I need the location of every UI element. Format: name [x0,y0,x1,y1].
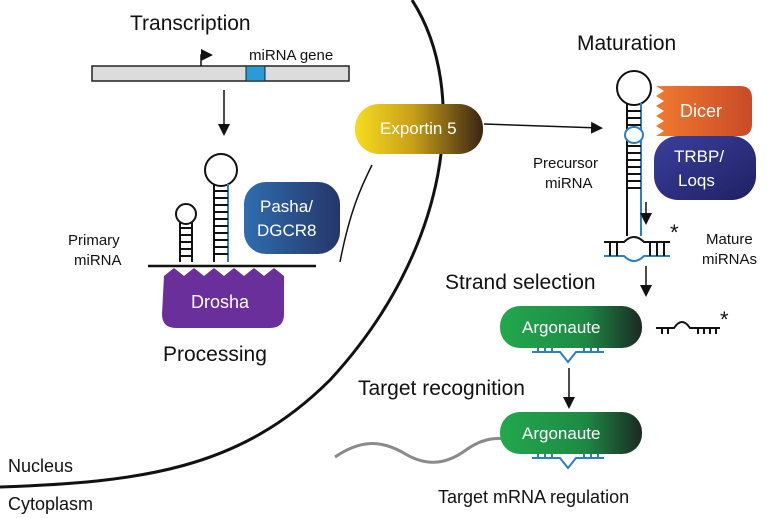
target-recognition-label: Target recognition [358,377,525,400]
transcription-label: Transcription [130,12,251,35]
nucleus-label: Nucleus [8,456,73,476]
precursor-label-2: miRNA [545,175,593,192]
argonaute-protein-1 [500,306,642,348]
primary-mirna [175,153,238,262]
primary-mirna-label-1: Primary [68,232,120,249]
argonaute-label-2: Argonaute [522,424,600,443]
trbp-loqs-protein [654,136,756,200]
processing-label: Processing [163,343,267,366]
guide-strand-1 [532,348,604,364]
primary-mirna-label-2: miRNA [74,252,122,269]
precursor-bulge [624,126,644,144]
trbp-label-1: TRBP/ [674,147,724,166]
mature-label-2: miRNAs [702,251,757,268]
maturation-label: Maturation [577,32,676,55]
dicer-protein [656,86,752,136]
drosha-label: Drosha [191,292,250,312]
pasha-label-1: Pasha/ [260,197,313,216]
star-mark-1: * [670,220,679,245]
passenger-strand [656,321,720,334]
exportin-label: Exportin 5 [380,119,457,138]
exportin-5-protein [355,104,483,154]
trbp-label-2: Loqs [678,171,715,190]
drosha-protein [162,268,284,328]
export-connector [339,164,373,263]
strand-selection-label: Strand selection [445,271,596,294]
promoter-arrow-icon [200,49,213,66]
dicer-label: Dicer [680,101,722,121]
star-mark-2: * [720,307,729,332]
target-mrna [334,436,638,464]
precursor-label-1: Precursor [533,155,598,172]
gene-bar [91,65,350,82]
target-mrna-regulation-label: Target mRNA regulation [438,487,629,507]
nuclear-membrane [0,0,445,489]
pasha-label-2: DGCR8 [257,221,317,240]
mirna-gene-label: miRNA gene [249,47,333,64]
pasha-dgcr8-protein [244,182,340,254]
cytoplasm-label: Cytoplasm [8,494,93,514]
arrow-to-maturation [483,121,603,134]
mirna-gene-region [245,65,266,82]
argonaute-label-1: Argonaute [522,318,600,337]
guide-strand-2 [532,454,604,470]
argonaute-protein-2 [500,412,642,454]
mature-mirna-duplex [604,236,670,262]
mature-label-1: Mature [706,231,753,248]
